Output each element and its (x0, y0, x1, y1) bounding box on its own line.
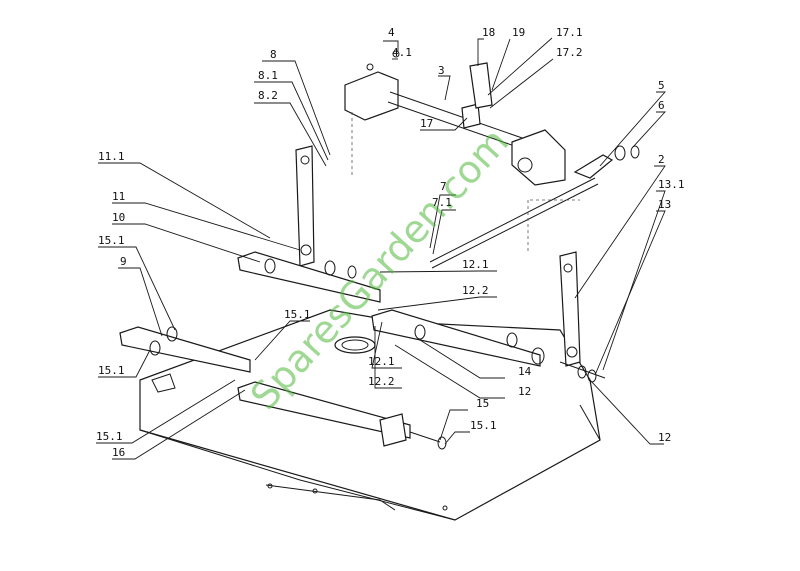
callout-label: 15.1 (96, 430, 123, 443)
left-lift-arm (295, 112, 353, 267)
callout-labels: 4 4.1 18 19 17.1 17.2 8 8.1 8.2 3 17 5 6… (96, 26, 685, 459)
callout-label: 15.1 (98, 234, 125, 247)
left-rod (119, 326, 251, 373)
long-rod (429, 177, 599, 269)
callout-label: 14 (518, 365, 532, 378)
callout-label: 8.2 (258, 89, 278, 102)
callout-label: 4 (388, 26, 395, 39)
callout-label: 10 (112, 211, 125, 224)
callout-label: 17.2 (556, 46, 583, 59)
callout-label: 7 (440, 180, 447, 193)
link-arm (573, 145, 640, 179)
right-lift-arm (527, 200, 581, 367)
callout-label: 5 (658, 79, 665, 92)
callout-label: 12.1 (462, 258, 489, 271)
callout-label: 9 (120, 255, 127, 268)
callout-label: 15.1 (98, 364, 125, 377)
callout-label: 16 (112, 446, 125, 459)
callout-label: 3 (438, 64, 445, 77)
callout-label: 12.2 (368, 375, 395, 388)
callout-label: 12 (658, 431, 671, 444)
lift-shaft (344, 50, 566, 186)
callout-leaders (96, 37, 667, 460)
callout-label: 19 (512, 26, 525, 39)
callout-label: 13.1 (658, 178, 685, 191)
callout-label: 7.1 (432, 196, 452, 209)
callout-label: 11.1 (98, 150, 125, 163)
callout-label: 15 (476, 397, 489, 410)
callout-label: 8.1 (258, 69, 278, 82)
callout-label: 4.1 (392, 46, 412, 59)
callout-label: 17 (420, 117, 433, 130)
middle-rod (371, 309, 545, 367)
lower-rod (237, 381, 447, 450)
pivot-bolts (559, 361, 606, 383)
callout-label: 12.1 (368, 355, 395, 368)
callout-label: 15.1 (284, 308, 311, 321)
callout-label: 8 (270, 48, 277, 61)
callout-label: 15.1 (470, 419, 497, 432)
callout-label: 17.1 (556, 26, 583, 39)
front-lift-bar (237, 251, 381, 303)
callout-label: 6 (658, 99, 665, 112)
callout-label: 18 (482, 26, 495, 39)
callout-label: 12 (518, 385, 531, 398)
callout-label: 11 (112, 190, 125, 203)
callout-label: 13 (658, 198, 671, 211)
callout-label: 2 (658, 153, 665, 166)
callout-label: 12.2 (462, 284, 489, 297)
